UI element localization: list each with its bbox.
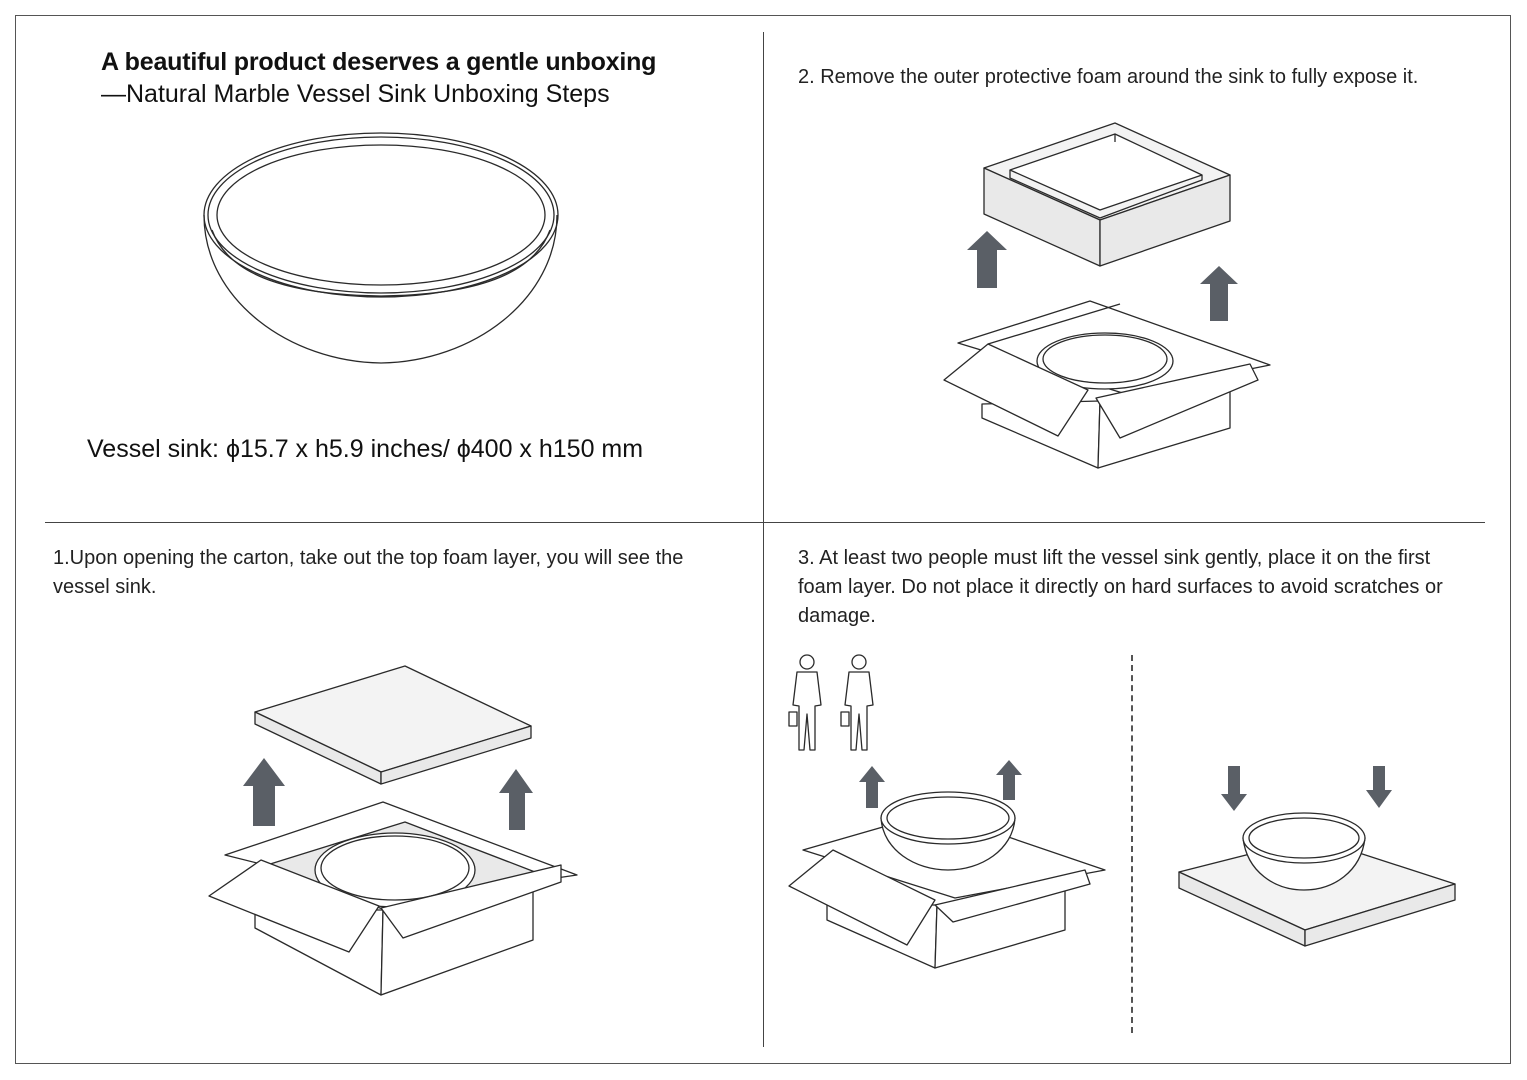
up-arrow-icon [967,231,1007,288]
vessel-sink-icon [880,791,1016,871]
vessel-sink-icon [203,132,559,364]
up-arrow-icon [499,769,533,830]
step-3-place-illustration [1178,766,1456,947]
person-icon [840,654,874,751]
horizontal-divider [45,522,1485,523]
page-subtitle: —Natural Marble Vessel Sink Unboxing Ste… [101,80,610,108]
step-3-lift-illustration [788,654,1106,969]
up-arrow-icon [1200,266,1238,321]
foam-ring-icon [983,122,1231,267]
up-arrow-icon [996,760,1022,800]
step-1-illustration [208,665,578,996]
step-1-text: 1.Upon opening the carton, take out the … [53,547,684,598]
up-arrow-icon [859,766,885,808]
open-carton-icon [208,801,578,996]
person-icon [788,654,822,751]
up-arrow-icon [243,758,285,826]
down-arrow-icon [1221,766,1247,811]
dashed-divider [1131,655,1133,1033]
down-arrow-icon [1366,766,1392,808]
step-2-illustration [943,122,1271,469]
foam-sheet-icon [254,665,532,785]
vertical-divider [763,32,764,1047]
open-carton-icon [943,300,1271,469]
sink-dimensions: Vessel sink: ϕ15.7 x h5.9 inches/ ϕ400 x… [87,435,644,463]
page-frame [15,15,1511,1064]
step-3-text: 3. At least two people must lift the ves… [798,547,1443,627]
step-2-text: 2. Remove the outer protective foam arou… [798,66,1419,88]
page-title: A beautiful product deserves a gentle un… [101,48,657,76]
vessel-sink-icon [1242,812,1366,891]
